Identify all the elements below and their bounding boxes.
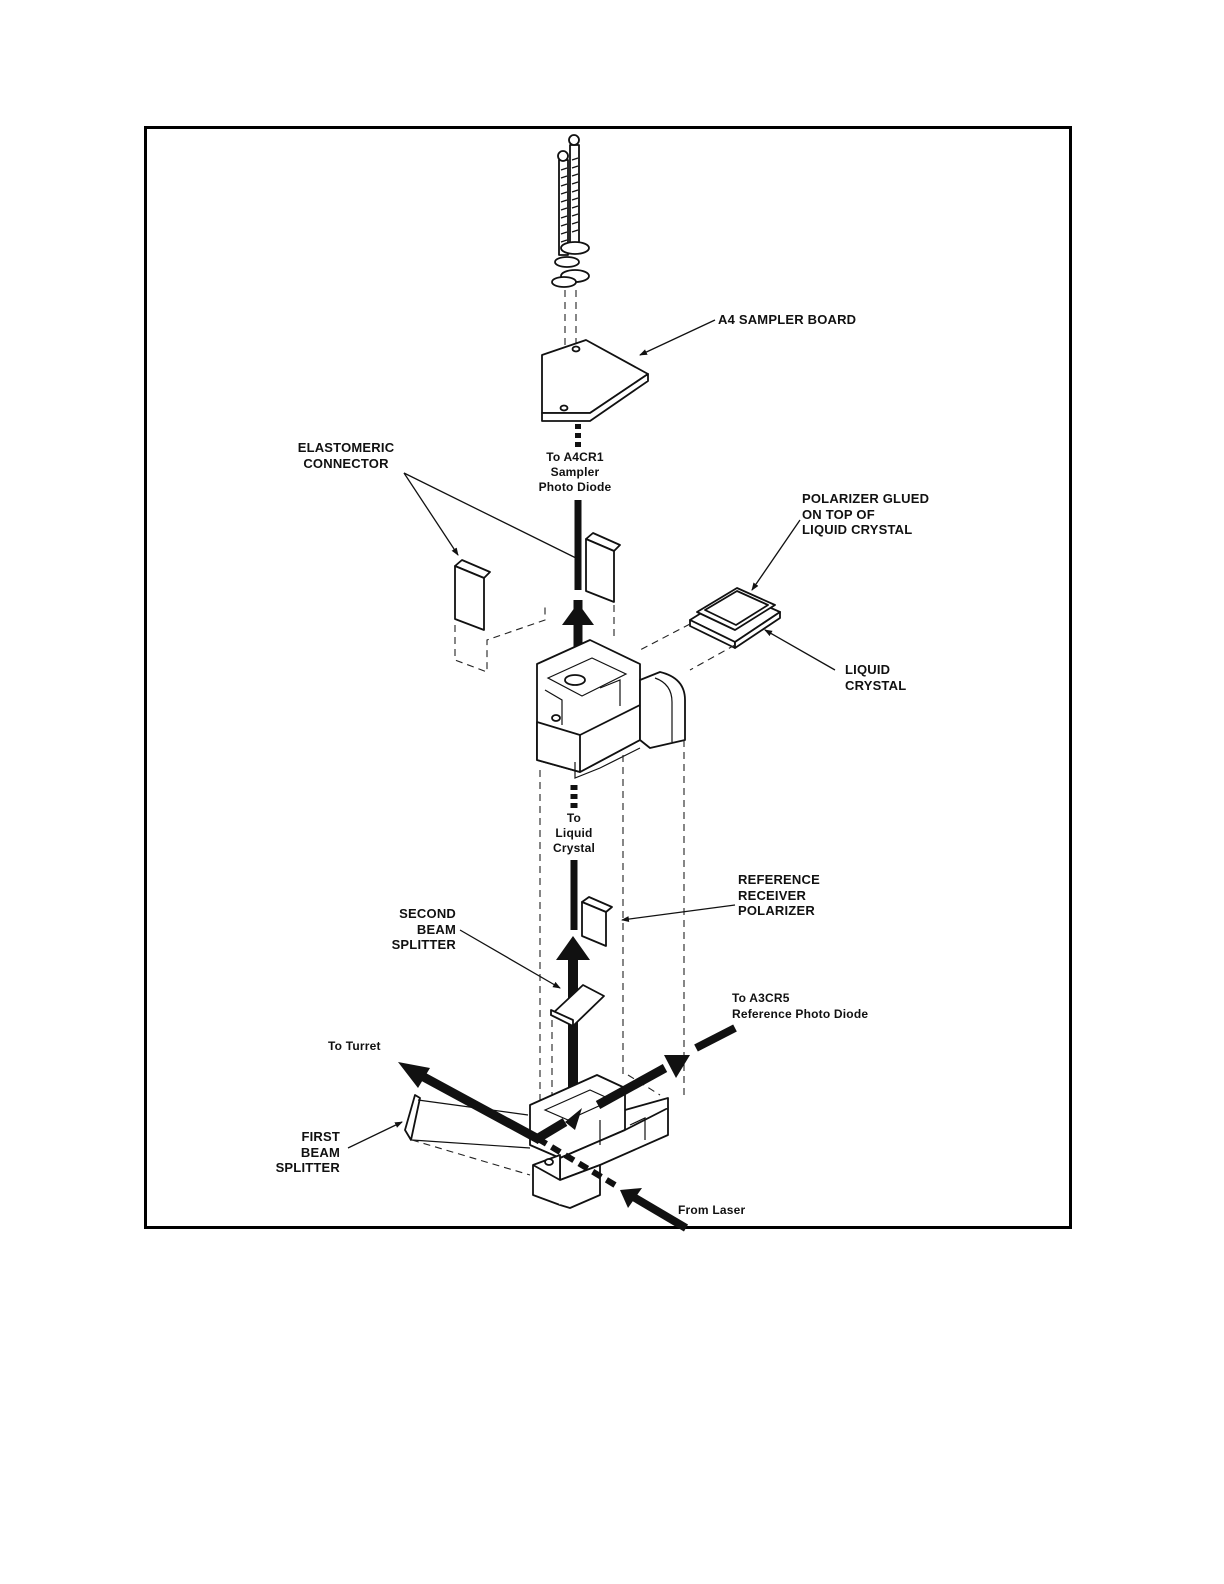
mounting-screws	[558, 135, 579, 255]
second-beam-splitter	[551, 985, 604, 1026]
a4-sampler-board	[542, 340, 648, 421]
label-to-a3cr5: To A3CR5 Reference Photo Diode	[732, 991, 868, 1022]
label-a4-sampler-board: A4 SAMPLER BOARD	[718, 312, 856, 328]
label-from-laser: From Laser	[678, 1203, 745, 1219]
label-first-beam-splitter: FIRST BEAM SPLITTER	[250, 1129, 340, 1176]
liquid-crystal-housing	[537, 640, 685, 778]
washers	[552, 242, 589, 287]
label-liquid-crystal: LIQUID CRYSTAL	[845, 662, 906, 693]
label-polarizer-glued: POLARIZER GLUED ON TOP OF LIQUID CRYSTAL	[802, 491, 929, 538]
reference-receiver-polarizer	[582, 897, 612, 946]
label-to-a4cr1: To A4CR1 Sampler Photo Diode	[525, 450, 625, 495]
to-a3cr5-arrow	[664, 1055, 690, 1078]
label-reference-receiver-polarizer: REFERENCE RECEIVER POLARIZER	[738, 872, 820, 919]
label-second-beam-splitter: SECOND BEAM SPLITTER	[356, 906, 456, 953]
elastomeric-connectors	[455, 533, 620, 630]
label-elastomeric-connector: ELASTOMERIC CONNECTOR	[286, 440, 406, 471]
beam-arrow-up-middle	[556, 936, 590, 960]
to-turret-arrow	[398, 1062, 430, 1088]
label-to-liquid-crystal: To Liquid Crystal	[534, 811, 614, 856]
liquid-crystal-stack	[690, 588, 780, 648]
beam-arrow-up-top	[562, 603, 594, 625]
beam-splitter-base	[530, 1075, 668, 1208]
label-to-turret: To Turret	[328, 1039, 381, 1055]
